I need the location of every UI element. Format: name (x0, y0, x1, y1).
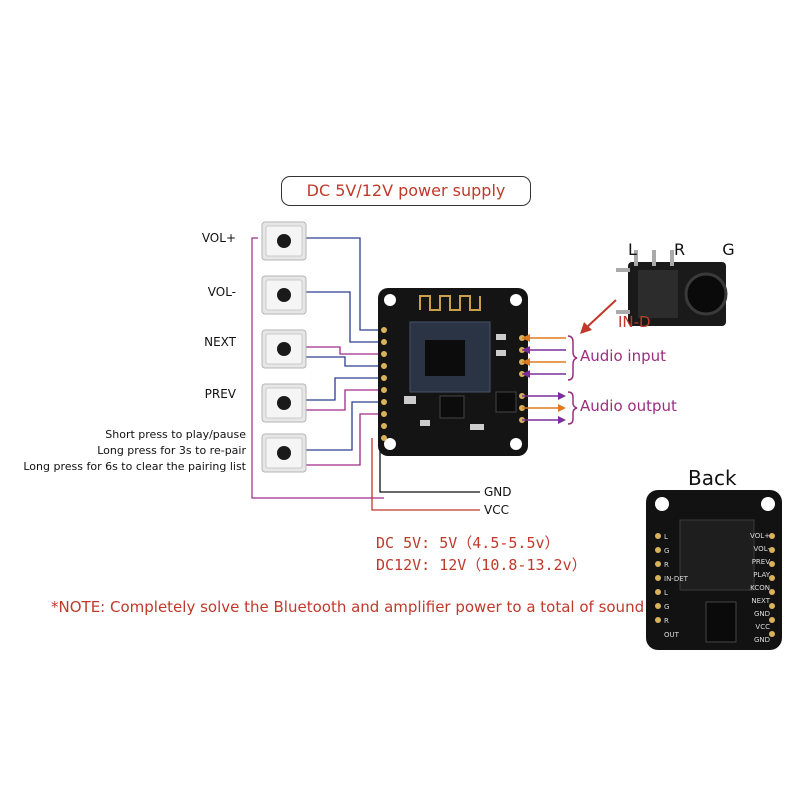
wire-prev (305, 377, 384, 401)
back-right-pin-label: GND (753, 610, 770, 618)
button-label-vol-minus: VOL- (207, 285, 236, 299)
back-right-pin-label: PLAY (753, 571, 770, 579)
play-note-repair: Long press for 3s to re-pair (97, 444, 246, 457)
back-right-pin-label: VOL- (753, 545, 770, 553)
wire-prev-2 (305, 389, 384, 411)
back-left-pin-label: IN-DET (664, 575, 688, 583)
back-right-pin-label: VCC (755, 623, 770, 631)
back-right-pin-label: KCON (750, 584, 770, 592)
wire-vcc (371, 438, 480, 511)
back-right-pin-label: NEXT (751, 597, 770, 605)
wire-vol-plus (305, 237, 384, 331)
button-next (261, 329, 307, 369)
tactile-buttons (261, 221, 307, 473)
button-play (261, 433, 307, 473)
back-right-pin-label: PREV (751, 558, 770, 566)
back-right-pin-label: VOL+ (750, 532, 770, 540)
back-right-pin-labels: VOL+ VOL- PREV PLAY KCON NEXT GND VCC GND (740, 530, 770, 647)
audio-output-label: Audio output (580, 397, 677, 415)
button-label-vol-plus: VOL+ (201, 231, 236, 245)
jack-detect-label: IN-D (618, 313, 651, 331)
audio-input-label: Audio input (580, 347, 666, 365)
wire-play (305, 401, 384, 451)
audio-input-brace (567, 335, 578, 381)
play-note-clear: Long press for 6s to clear the pairing l… (23, 460, 246, 473)
back-left-pin-label: R (664, 561, 669, 569)
button-prev (261, 383, 307, 423)
spec-5v: DC 5V: 5V（4.5-5.5v） (376, 534, 560, 552)
back-right-pin-label: GND (753, 636, 770, 644)
wire-next-2 (305, 356, 384, 367)
power-note: *NOTE: Completely solve the Bluetooth an… (51, 598, 645, 616)
back-board (646, 490, 782, 650)
back-left-pin-label: G (664, 603, 670, 611)
back-left-pin-label: L (664, 533, 668, 541)
wire-play-2 (305, 413, 384, 466)
audio-wires (522, 334, 578, 425)
audio-jack (580, 250, 728, 334)
back-left-pin-label: OUT (664, 631, 679, 639)
play-note-short: Short press to play/pause (105, 428, 246, 441)
button-wires (251, 237, 480, 511)
jack-channel-labels: L R G (628, 240, 751, 259)
wire-next (305, 346, 384, 355)
button-label-prev: PREV (204, 387, 236, 401)
back-left-pin-label: G (664, 547, 670, 555)
antenna-trace (419, 295, 481, 311)
button-label-next: NEXT (204, 335, 236, 349)
back-left-pin-label: L (664, 589, 668, 597)
vcc-label: VCC (484, 503, 509, 517)
audio-output-brace (567, 391, 578, 425)
back-left-pin-label: R (664, 617, 669, 625)
power-supply-title: DC 5V/12V power supply (281, 176, 531, 206)
jack-arrow (585, 299, 617, 329)
gnd-label: GND (484, 485, 512, 499)
button-vol-plus (261, 221, 307, 261)
wire-vol-plus-gnd (251, 237, 384, 499)
back-title: Back (688, 466, 737, 490)
wire-vol-minus (305, 291, 384, 343)
button-vol-minus (261, 275, 307, 315)
spec-12v: DC12V: 12V（10.8-13.2v） (376, 556, 587, 574)
bluetooth-board (378, 288, 528, 456)
play-button-notes: Short press to play/pause Long press for… (0, 427, 246, 475)
